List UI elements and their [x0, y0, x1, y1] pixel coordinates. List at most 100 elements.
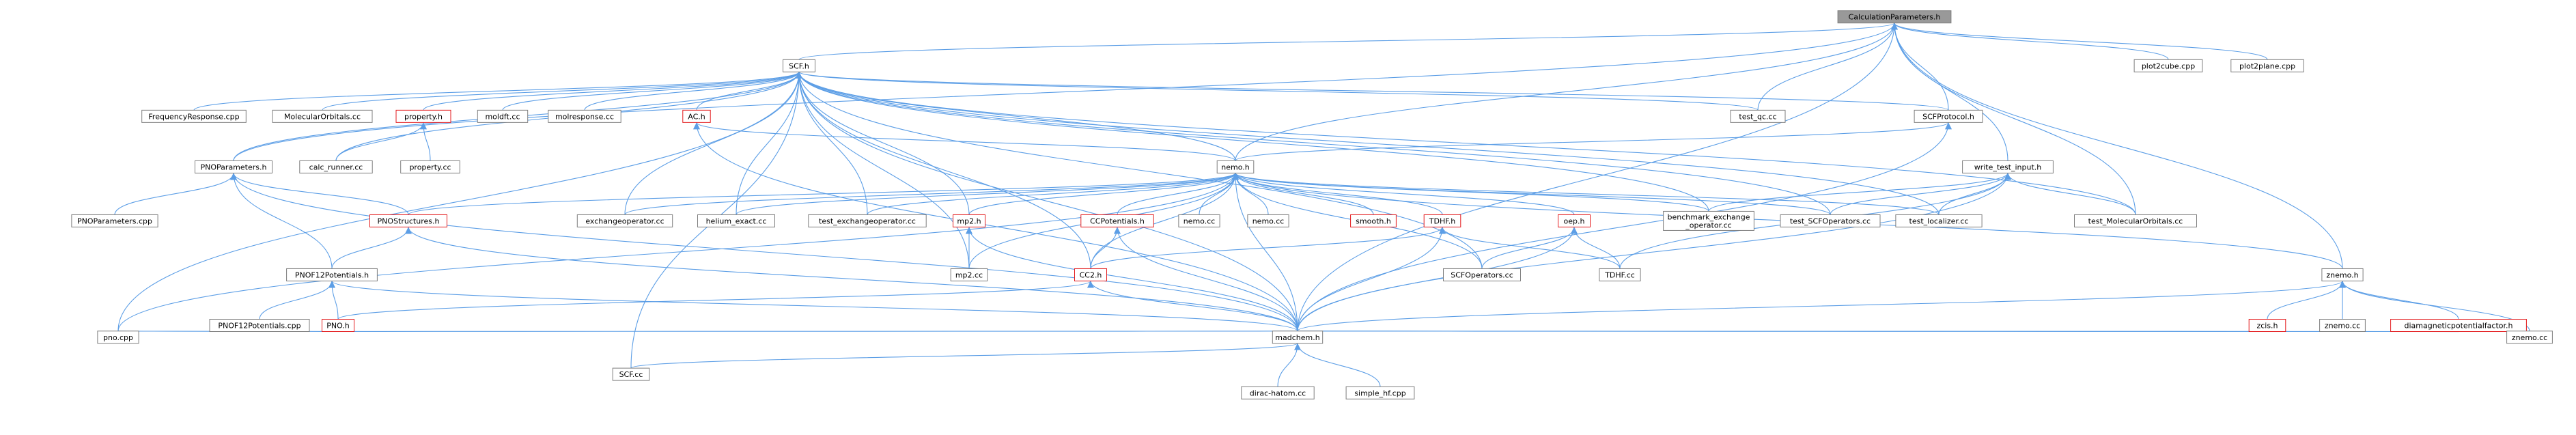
node-test_molorb[interactable]: test_MolecularOrbitals.cc [2074, 214, 2197, 227]
node-tdhf_h[interactable]: TDHF.h [1423, 214, 1461, 227]
node-write_test[interactable]: write_test_input.h [1962, 160, 2054, 173]
node-box [477, 109, 529, 123]
node-label: smooth.h [1356, 216, 1391, 225]
node-oep_h[interactable]: oep.h [1558, 214, 1591, 227]
edge-smooth_h-to-nemo_h [1232, 173, 1374, 215]
node-freqresp[interactable]: FrequencyResponse.cpp [141, 109, 247, 123]
edge-madchem-to-pnoparams [230, 173, 1298, 331]
node-label: PNOF12Potentials.cpp [218, 322, 300, 331]
edge-nemo_h-to-scfprotocol [1235, 122, 1952, 161]
node-test_qc[interactable]: test_qc.cc [1730, 109, 1786, 123]
node-box [286, 268, 378, 281]
node-pnoparams[interactable]: PNOParameters.h [195, 160, 272, 173]
node-box [783, 59, 815, 72]
node-zcis_h[interactable]: zcis.h [2248, 319, 2286, 333]
node-molresp[interactable]: molresponse.cc [548, 109, 621, 123]
node-plot2plane[interactable]: plot2plane.cpp [2230, 59, 2304, 72]
node-tdhf_cc[interactable]: TDHF.cc [1599, 268, 1641, 281]
edge-madchem-to-scf_h [796, 72, 1298, 331]
node-label: benchmark_exchange_operator.cc [1668, 212, 1750, 229]
node-label: CC2.h [1080, 270, 1102, 279]
node-box [1599, 268, 1641, 281]
node-ccpotentials[interactable]: CCPotentials.h [1080, 214, 1154, 227]
node-cc2_h[interactable]: CC2.h [1074, 268, 1107, 281]
node-box [1962, 160, 2054, 173]
edge-pnoparams_cpp-to-pnoparams [114, 173, 237, 215]
edge-simple_hf-to-madchem [1294, 343, 1381, 387]
node-label: PNOParameters.h [201, 163, 267, 171]
edge-molresp-to-scf_h [584, 72, 802, 111]
node-ac_h[interactable]: AC.h [682, 109, 711, 123]
node-dirac[interactable]: dirac-hatom.cc [1241, 386, 1315, 399]
node-label: PNO.h [326, 322, 350, 331]
node-benchmark[interactable]: benchmark_exchange_operator.cc [1663, 210, 1754, 231]
node-calc_runner[interactable]: calc_runner.cc [299, 160, 373, 173]
node-test_localizer[interactable]: test_localizer.cc [1895, 214, 1983, 227]
node-property_h[interactable]: property.h [395, 109, 451, 123]
node-plot2cube[interactable]: plot2cube.cpp [2133, 59, 2203, 72]
node-calcparams[interactable]: CalculationParameters.h [1837, 10, 1952, 24]
node-test_scfops[interactable]: test_SCFOperators.cc [1780, 214, 1881, 227]
node-molorb[interactable]: MolecularOrbitals.cc [272, 109, 373, 123]
edge-mp2_h-to-nemo_h [968, 173, 1239, 215]
node-scf_cc[interactable]: SCF.cc [612, 367, 650, 381]
edge-test_molorb-to-write_test [2004, 173, 2136, 215]
node-box [1558, 214, 1591, 227]
edge-scfprotocol-to-calcparams [1891, 23, 1949, 111]
node-label: zcis.h [2256, 322, 2278, 331]
node-helium_exact[interactable]: helium_exact.cc [697, 214, 775, 227]
node-pnoparams_cpp[interactable]: PNOParameters.cpp [71, 214, 158, 227]
node-simple_hf[interactable]: simple_hf.cpp [1345, 386, 1415, 399]
node-label: write_test_input.h [1974, 163, 2042, 171]
node-mp2_h[interactable]: mp2.h [953, 214, 985, 227]
node-pno_h[interactable]: PNO.h [322, 319, 354, 333]
node-znemo_cc1[interactable]: znemo.cc [2319, 319, 2366, 333]
node-box [2506, 331, 2553, 344]
edge-madchem-to-nemo_h [1232, 173, 1298, 331]
node-label: nemo.h [1221, 163, 1249, 171]
node-label: plot2cube.cpp [2142, 61, 2195, 70]
node-pno_cpp[interactable]: pno.cpp [97, 331, 139, 344]
node-exchangeop[interactable]: exchangeoperator.cc [576, 214, 673, 227]
edge-pnostructures-to-pnoparams [230, 173, 409, 215]
node-znemo_h[interactable]: znemo.h [2321, 268, 2364, 281]
node-box [1241, 386, 1315, 399]
node-box [1345, 386, 1415, 399]
edge-scfops_cc-to-oep_h [1481, 227, 1578, 269]
node-box [209, 319, 310, 333]
node-smooth_h[interactable]: smooth.h [1350, 214, 1397, 227]
edge-tdhf_h-to-nemo_h [1232, 173, 1443, 215]
node-madchem[interactable]: madchem.h [1272, 331, 1324, 344]
node-box [1837, 10, 1952, 24]
edge-test_scfops-to-nemo_h [1232, 172, 1831, 215]
node-label: plot2plane.cpp [2239, 61, 2295, 70]
node-scf_h[interactable]: SCF.h [783, 59, 815, 72]
node-pnof12pot_h[interactable]: PNOF12Potentials.h [286, 268, 378, 281]
node-pnof12pot_cpp[interactable]: PNOF12Potentials.cpp [209, 319, 310, 333]
edge-ccpotentials-to-nemo_h [1117, 173, 1239, 215]
node-property_cc[interactable]: property.cc [400, 160, 460, 173]
node-box [697, 214, 775, 227]
edge-madchem-to-oep_h [1297, 227, 1578, 331]
node-pnostructures[interactable]: PNOStructures.h [369, 214, 447, 227]
node-label: property.cc [409, 163, 451, 171]
node-label: SCF.cc [619, 370, 643, 379]
node-box [97, 331, 139, 344]
node-moldft[interactable]: moldft.cc [477, 109, 529, 123]
node-test_exchangeop[interactable]: test_exchangeoperator.cc [808, 214, 927, 227]
node-label: SCFProtocol.h [1922, 112, 1974, 121]
node-diamag[interactable]: diamagneticpotentialfactor.h [2390, 319, 2527, 333]
node-nemo_cc2[interactable]: nemo.cc [1247, 214, 1289, 227]
edge-plot2plane-to-calcparams [1891, 23, 2268, 60]
edge-test_qc-to-scf_h [796, 71, 1759, 111]
node-nemo_cc1[interactable]: nemo.cc [1178, 214, 1220, 227]
node-mp2_cc[interactable]: mp2.cc [950, 268, 988, 281]
node-box [1074, 268, 1107, 281]
node-box [2390, 319, 2527, 333]
edge-pno_h-to-pnof12pot_h [328, 281, 339, 320]
node-nemo_h[interactable]: nemo.h [1216, 160, 1255, 173]
node-scfprotocol[interactable]: SCFProtocol.h [1914, 109, 1983, 123]
node-znemo_cc2[interactable]: znemo.cc [2506, 331, 2553, 344]
edge-exchangeop-to-nemo_h [624, 172, 1239, 215]
node-scfops_cc[interactable]: SCFOperators.cc [1443, 268, 1521, 281]
